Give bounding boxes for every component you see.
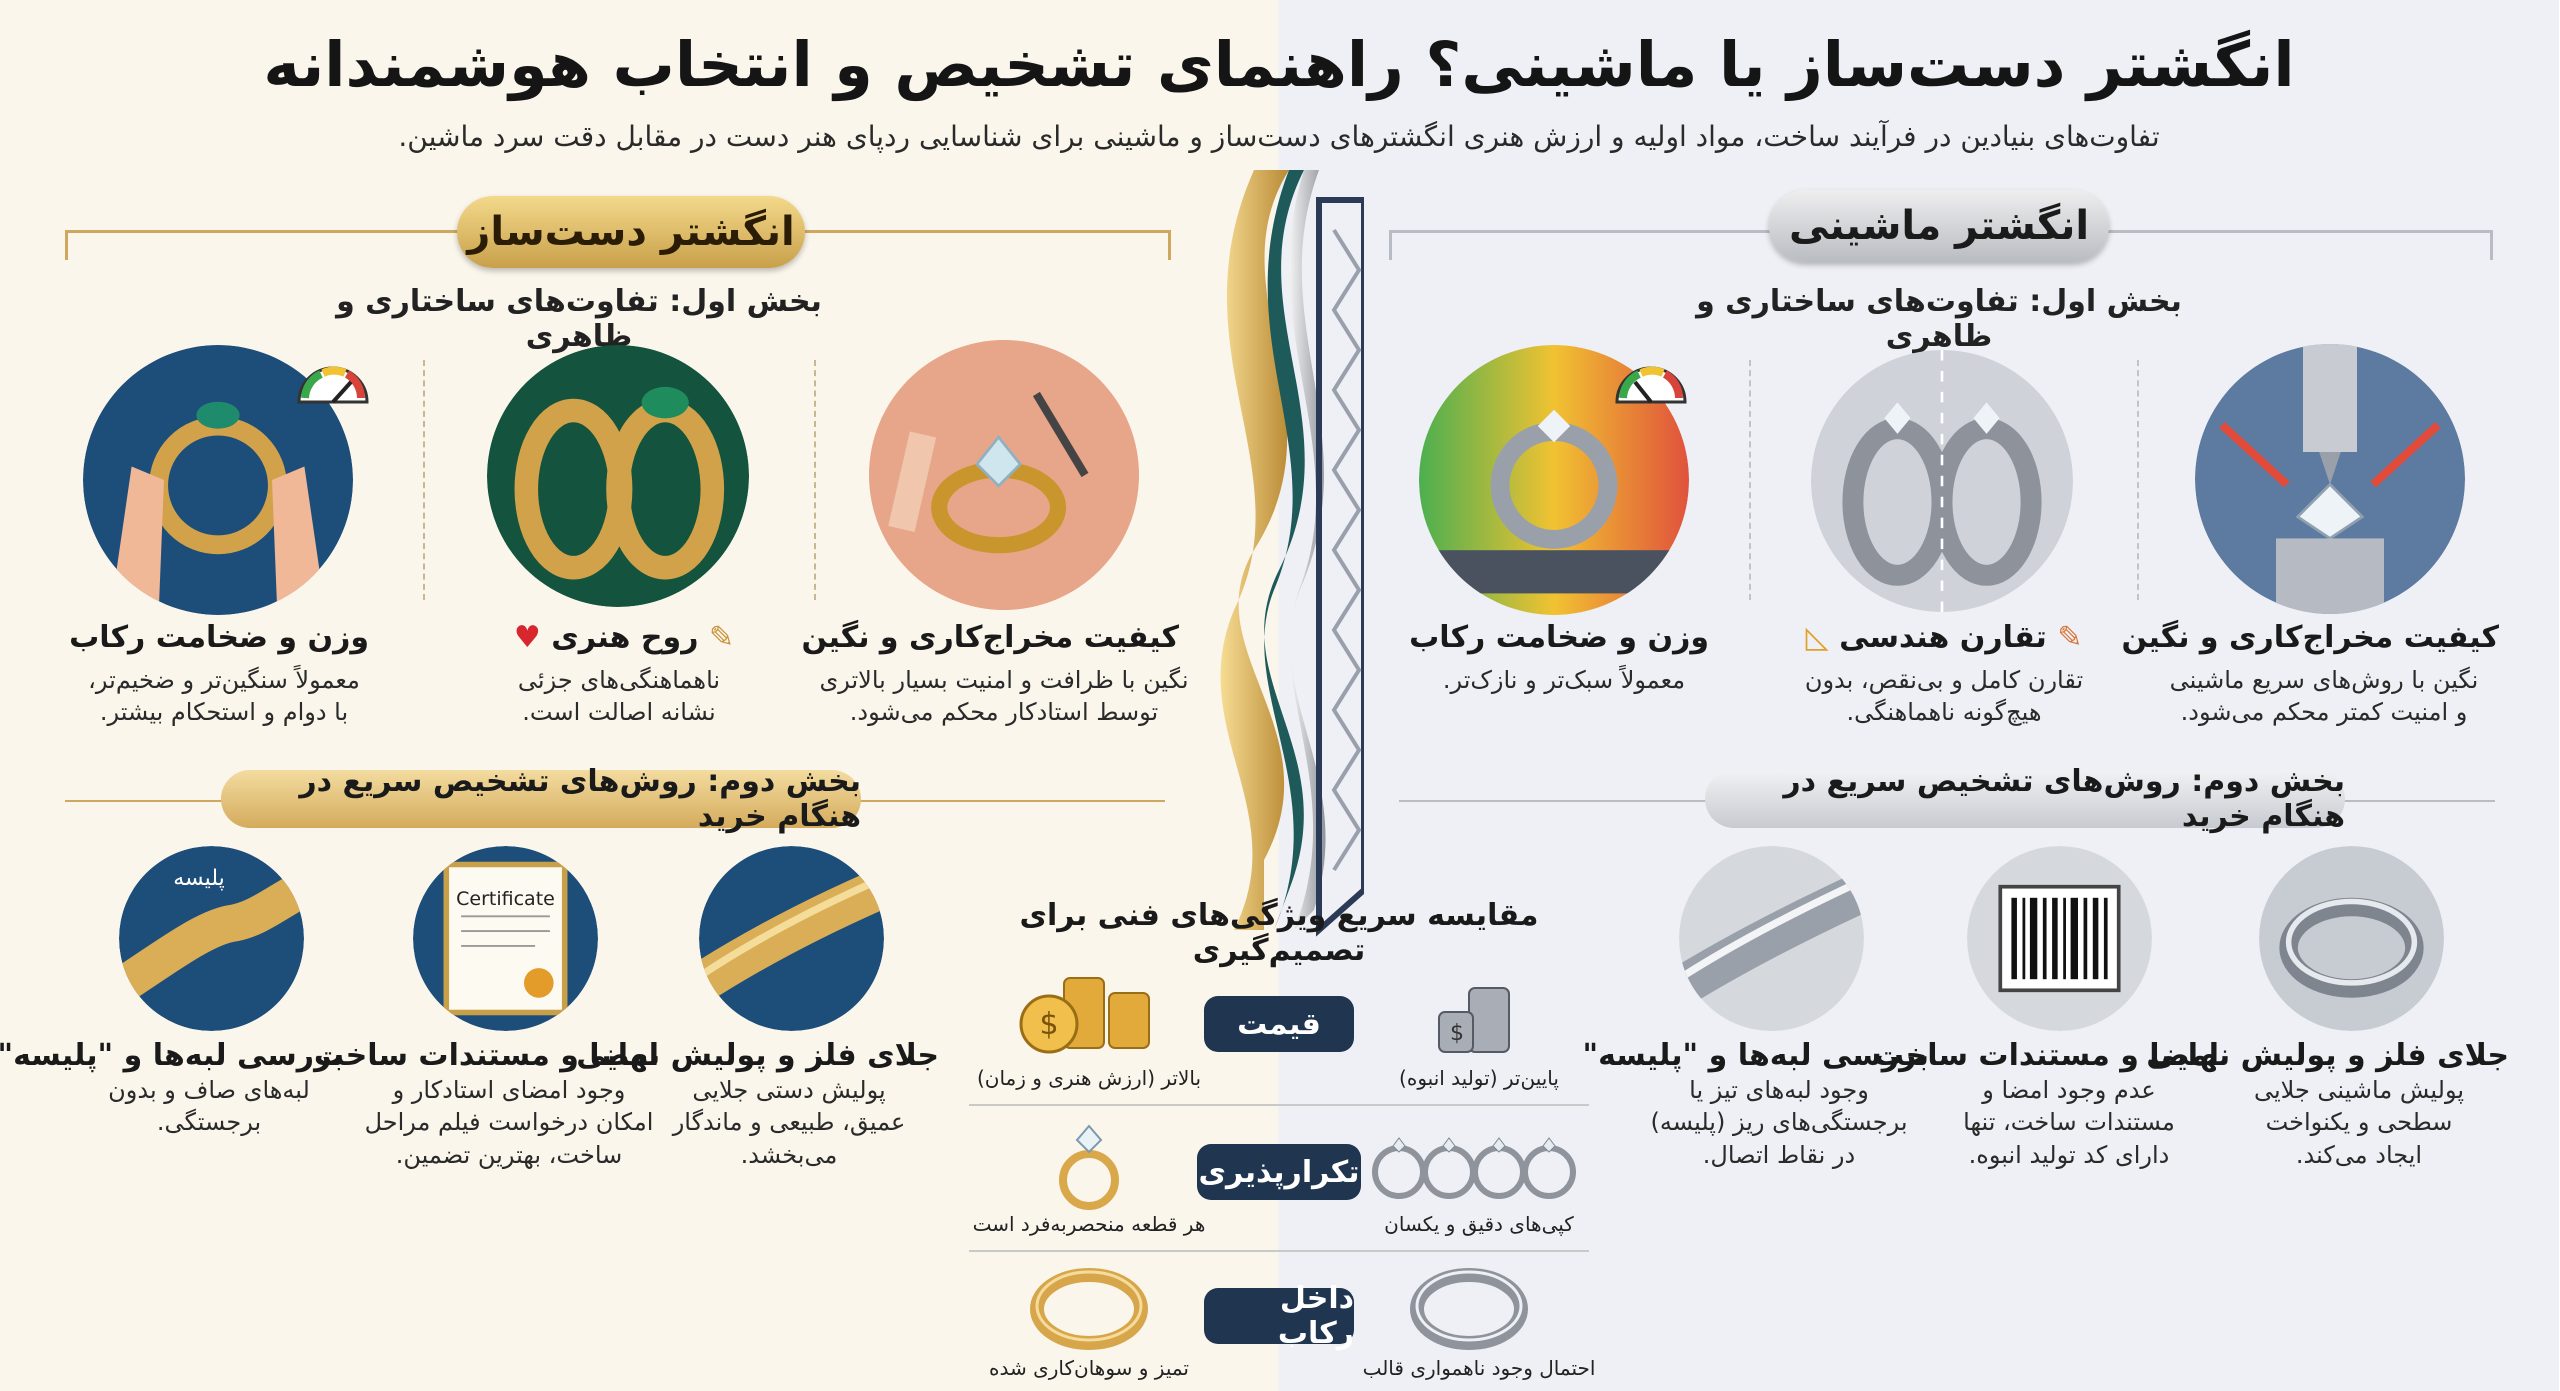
machine-rings-icon: [1812, 350, 2074, 612]
rule-cap: [1169, 230, 1172, 260]
handmade-feature-title: کیفیت مخراج‌کاری و نگین: [802, 620, 1180, 655]
comparison-handmade-value: هر قطعه منحصربه‌فرد است: [973, 1212, 1207, 1236]
machine-check-title: بررسی لبه‌ها و "پلیسه": [1583, 1038, 1930, 1073]
machine-feature-title: وزن و ضخامت رکاب: [1410, 620, 1710, 655]
machine-check-title: امضا و مستندات ساخت: [1874, 1038, 2220, 1073]
gold-diamond-ring-icon: [1050, 1118, 1130, 1214]
machine-feature-title: کیفیت مخراج‌کاری و نگین: [2122, 620, 2500, 655]
machine-check-desc: پولیش ماشینی جلایی سطحی و یکنواخت ایجاد …: [2254, 1076, 2466, 1169]
handmade-check-title: امضا و مستندات ساخت: [314, 1038, 660, 1073]
gauge-icon: [294, 356, 374, 408]
burr-label: پلیسه: [174, 866, 226, 891]
handmade-part2-title: بخش دوم: روش‌های تشخیص سریع در هنگام خری…: [222, 764, 862, 834]
machine-check-desc: وجود لبه‌های تیز یا برجستگی‌های ریز (پلی…: [1651, 1076, 1909, 1169]
handmade-feature-desc: معمولاً سنگین‌تر و ضخیم‌تر، با دوام و اس…: [89, 666, 361, 727]
steel-edge-closeup-icon: [1680, 846, 1865, 1031]
divider: [1750, 360, 1752, 600]
heart-icon: ♥: [514, 620, 542, 655]
polished-ring-icon: [700, 846, 885, 1031]
brush-icon: ✎: [709, 620, 736, 655]
comparison-handmade-value: تمیز و سوهان‌کاری شده: [989, 1356, 1190, 1380]
ring-edge-closeup-icon: پلیسه: [120, 846, 305, 1031]
comparison-label: تکرارپذیری: [1198, 1144, 1362, 1200]
svg-text:$: $: [1040, 1007, 1059, 1042]
handmade-feature-title: وزن و ضخامت رکاب: [70, 620, 370, 655]
cnc-press-icon: [2196, 344, 2466, 614]
machine-check-desc: عدم وجود امضا و مستندات ساخت، تنها دارای…: [1964, 1076, 2176, 1169]
certificate-icon: Certificate: [414, 846, 599, 1031]
comparison-title: مقایسه سریع ویژگی‌های فنی برای تصمیم‌گیر…: [1020, 898, 1540, 968]
page-title: انگشتر دست‌ساز یا ماشینی؟ راهنمای تشخیص …: [264, 28, 2296, 101]
machine-feature-desc: معمولاً سبک‌تر و نازک‌تر.: [1443, 666, 1687, 694]
handmade-check-desc: وجود امضای استادکار و امکان درخواست فیلم…: [365, 1076, 655, 1169]
gold-band-icon: [1030, 1264, 1150, 1354]
row-divider: [970, 1104, 1590, 1106]
handmade-check-desc: پولیش دستی جلایی عمیق، طبیعی و ماندگار م…: [673, 1076, 907, 1169]
comparison-machine-value: پایین‌تر (تولید انبوه): [1400, 1066, 1560, 1090]
divider: [2138, 360, 2140, 600]
machine-feature-desc: تقارن کامل و بی‌نقص، بدون هیچ‌گونه ناهما…: [1805, 666, 2085, 727]
center-divider-ornament: [1195, 170, 1368, 1391]
handmade-feature-desc: ناهماهنگی‌های جزئی نشانه اصالت است.: [518, 666, 722, 727]
machine-part1-title: بخش اول: تفاوت‌های ساختاری و ظاهری: [1697, 284, 2183, 354]
machine-part2-title: بخش دوم: روش‌های تشخیص سریع در هنگام خری…: [1706, 764, 2346, 834]
comparison-label: قیمت: [1205, 996, 1355, 1052]
rule-cap: [1390, 230, 1393, 260]
identical-rings-icon: [1370, 1128, 1590, 1204]
row-divider: [970, 1250, 1590, 1252]
ruler-triangle-icon: ◺: [1806, 620, 1830, 655]
comparison-machine-value: احتمال وجود ناهمواری قالب: [1363, 1356, 1597, 1380]
handmade-feature-title: ✎ روح هنری ♥: [514, 620, 736, 655]
gauge-icon: [1612, 356, 1692, 408]
machine-check-title: جلای فلز و پولیش نهایی: [2147, 1038, 2510, 1073]
machine-feature-title: ✎ تقارن هندسی ◺: [1806, 620, 2084, 655]
divider: [815, 360, 817, 600]
polished-steel-ring-icon: [2260, 846, 2445, 1031]
handmade-check-title: جلای فلز و پولیش نهایی: [577, 1038, 940, 1073]
pencil-icon: ✎: [2058, 620, 2084, 655]
comparison-handmade-value: بالاتر (ارزش هنری و زمان): [977, 1066, 1203, 1090]
certificate-label: Certificate: [457, 888, 556, 910]
divider: [424, 360, 426, 600]
rule-cap: [66, 230, 69, 260]
comparison-label: داخل رکاب: [1205, 1281, 1355, 1351]
comparison-machine-value: کپی‌های دقیق و یکسان: [1385, 1212, 1575, 1236]
svg-text:$: $: [1451, 1021, 1465, 1046]
handmade-rings-icon: [488, 345, 750, 607]
handmade-heading: انگشتر دست‌ساز: [458, 196, 806, 268]
handmade-check-desc: لبه‌های صاف و بدون برجستگی.: [109, 1076, 311, 1137]
hands-holding-ring-icon: [84, 345, 354, 615]
gem-setting-icon: [870, 340, 1140, 610]
handmade-part1-title: بخش اول: تفاوت‌های ساختاری و ظاهری: [337, 284, 823, 354]
machine-feature-desc: نگین با روش‌های سریع ماشینی و امنیت کمتر…: [2170, 666, 2480, 727]
barcode-icon: [1968, 846, 2153, 1031]
silver-coins-icon: $: [1420, 982, 1540, 1058]
steel-band-icon: [1410, 1264, 1530, 1354]
ring-on-scale-icon: [1420, 345, 1690, 615]
page-subtitle: تفاوت‌های بنیادین در فرآیند ساخت، مواد ا…: [399, 120, 2161, 153]
handmade-check-title: بررسی لبه‌ها و "پلیسه": [0, 1038, 345, 1073]
handmade-feature-desc: نگین با ظرافت و امنیت بسیار بالاتری توسط…: [820, 666, 1190, 727]
machine-heading: انگشتر ماشینی: [1770, 190, 2110, 262]
coin-stacks-icon: $: [1010, 958, 1170, 1058]
rule-cap: [2491, 230, 2494, 260]
